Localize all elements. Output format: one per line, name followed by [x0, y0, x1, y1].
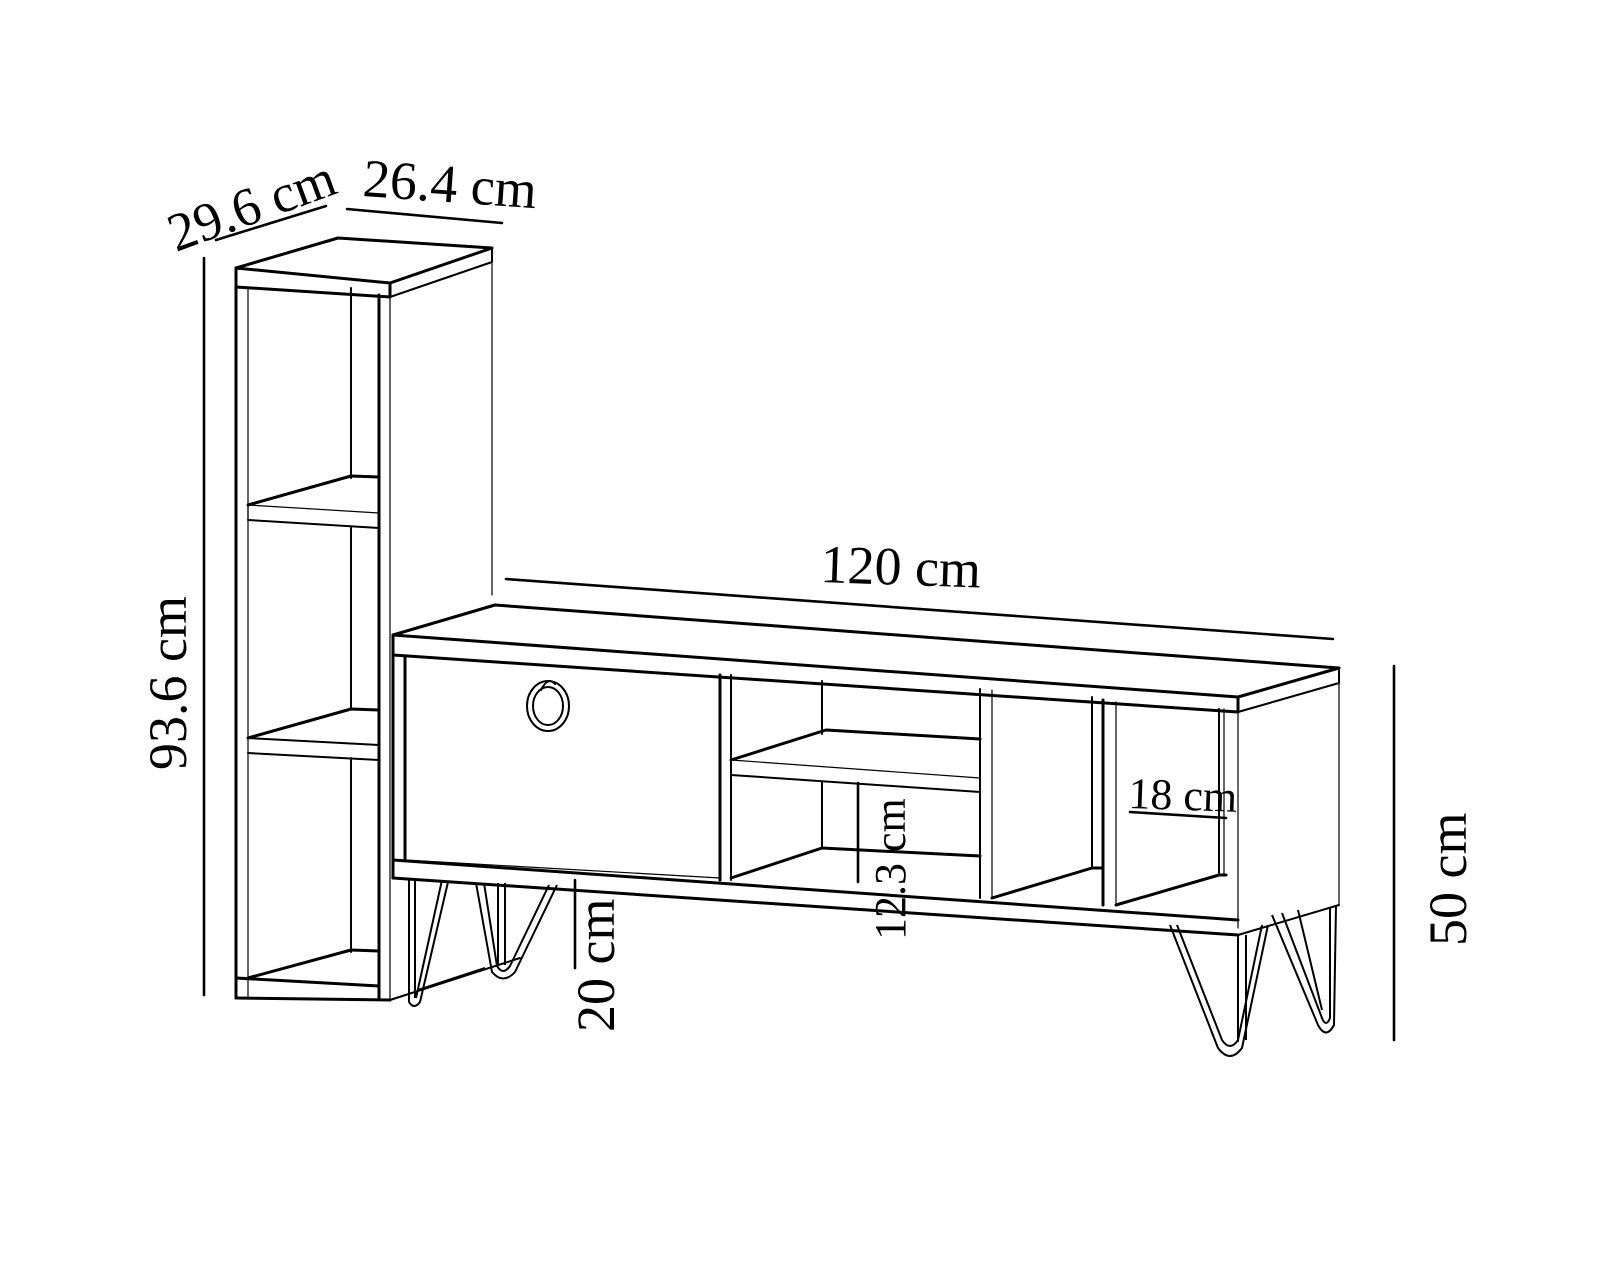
hairpin-leg-back-right	[1271, 904, 1337, 1034]
tv-unit-height-label: 50 cm	[1418, 813, 1478, 946]
hairpin-leg-front-left	[408, 879, 558, 1007]
shelf-gap-label: 12.3 cm	[866, 798, 915, 940]
leg-height-label: 20 cm	[566, 899, 626, 1032]
compartment-width-label: 18 cm	[1128, 769, 1238, 822]
door-panel	[403, 655, 722, 882]
tv-unit	[391, 603, 1341, 1057]
ring-handle-icon	[526, 680, 570, 732]
right-compartments	[990, 696, 1228, 907]
middle-compartment	[729, 674, 993, 899]
bookcase-height-label: 93.6 cm	[138, 596, 198, 770]
dimension-lines	[202, 204, 1396, 1042]
hairpin-leg-front-right	[1169, 924, 1269, 1057]
tv-unit-width-label: 120 cm	[820, 534, 982, 600]
dimension-labels: 29.6 cm 26.4 cm 93.6 cm 120 cm 50 cm 20 …	[138, 147, 1478, 1032]
bookcase-depth-label: 26.4 cm	[361, 148, 539, 220]
